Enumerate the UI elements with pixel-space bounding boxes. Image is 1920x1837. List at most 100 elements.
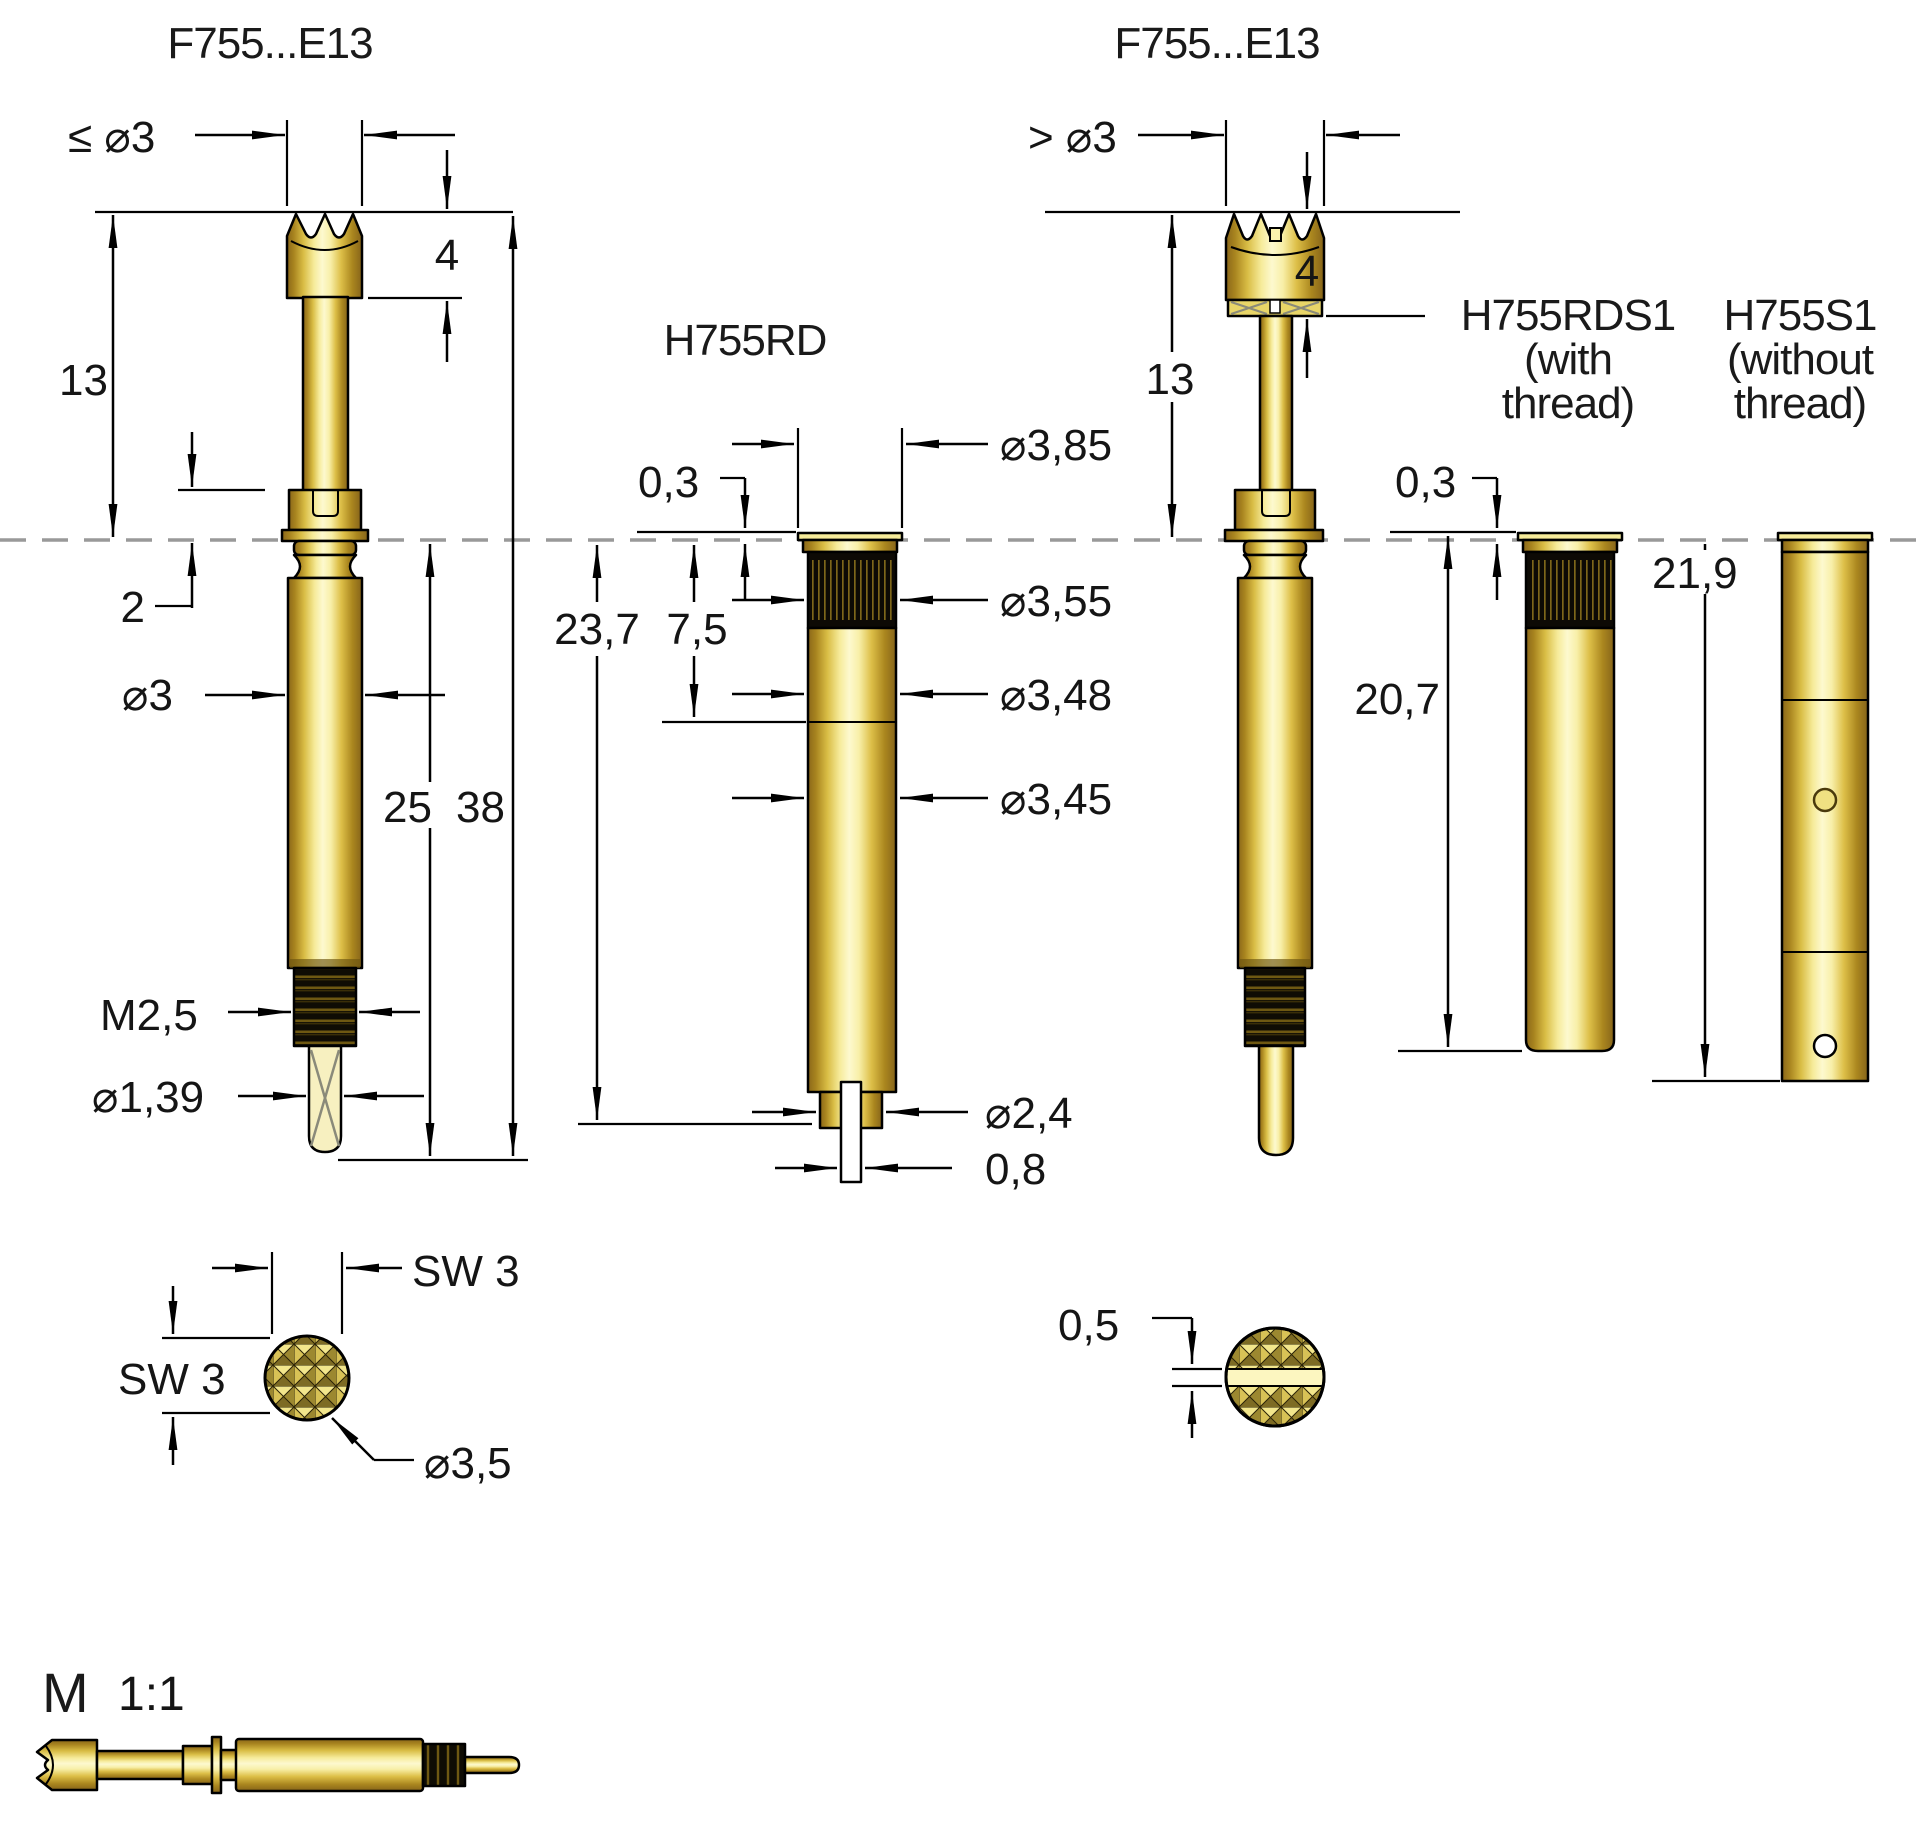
- body: [1524, 626, 1616, 1053]
- horizontal-barrel: [234, 1737, 425, 1793]
- body: [1780, 550, 1870, 1083]
- probe-f755-large-head: F755...E13 > ⌀3 4: [1028, 19, 1460, 1157]
- barrel-bottom-chamfer: [290, 959, 360, 968]
- dim-tip-dia-text: ⌀1,39: [92, 1073, 204, 1122]
- dim-rd-length-75: 7,5: [662, 545, 806, 724]
- dim-rd-body-dia: ⌀3,45: [732, 775, 1112, 824]
- text-mask: [1338, 676, 1442, 722]
- collar-slot: [312, 491, 339, 517]
- crown-section-circle: [263, 1334, 351, 1422]
- dim-25-text: 25: [383, 783, 432, 832]
- upper-shaft: [1258, 314, 1294, 493]
- dim-rd-upper-dia: ⌀3,48: [732, 671, 1112, 720]
- collar-slot: [1261, 491, 1291, 517]
- thread: [1243, 966, 1307, 1048]
- flange-collar: [1521, 538, 1619, 554]
- dim-thread-text: M2,5: [100, 991, 198, 1040]
- h755rd-title: H755RD: [664, 316, 827, 365]
- dim-rds1-length-207: 20,7: [1338, 536, 1522, 1053]
- dim-d35-text: ⌀3,5: [424, 1439, 512, 1488]
- dim-right-13-text: 13: [1146, 355, 1195, 404]
- band-center-gap: [1269, 299, 1281, 314]
- dim-length-13: 13: [59, 215, 118, 537]
- dim-head-diameter: ≤ ⌀3: [68, 113, 455, 206]
- dim-d345-text: ⌀3,45: [1000, 775, 1112, 824]
- dim-rd-proj-03: 0,3: [637, 458, 796, 600]
- dim-219-text: 21,9: [1652, 549, 1738, 598]
- dim-237-text: 23,7: [554, 605, 640, 654]
- dim-barrel-diameter: ⌀3: [122, 671, 445, 720]
- dim-13-text: 13: [59, 356, 108, 405]
- h755s1-title-line1: H755S1: [1723, 291, 1876, 340]
- receptacle-h755s1: H755S1 (without thread) 21,9: [1650, 291, 1878, 1083]
- dim-head-diameter-text: ≤ ⌀3: [68, 113, 155, 162]
- dim-rds1-proj-03: 0,3: [1390, 458, 1516, 600]
- dim-sw-top: SW 3: [212, 1247, 520, 1334]
- dim-05-text: 0,5: [1058, 1301, 1119, 1350]
- horizontal-crown-head: [35, 1738, 99, 1792]
- receptacle-h755rd: H755RD 0,3 23,7 7,5: [554, 316, 1112, 1194]
- dim-75-text: 7,5: [666, 605, 727, 654]
- leader-arrow: [331, 1417, 375, 1461]
- spool-ring: [1242, 539, 1308, 557]
- crown-cup-arc: [1230, 246, 1320, 256]
- crimp-hole-upper: [1812, 787, 1838, 813]
- knurl-texture: [810, 560, 894, 620]
- crown-center-notch: [1269, 227, 1282, 242]
- spool-waist: [1242, 553, 1308, 580]
- knurl-texture: [1528, 560, 1612, 620]
- dim-head-height: 4: [368, 150, 462, 362]
- section-crown-large: 0,5: [1058, 1301, 1326, 1438]
- dim-2-text: 2: [121, 583, 145, 632]
- crimp-hole-lower: [1812, 1033, 1838, 1059]
- barrel: [1236, 576, 1314, 970]
- dim-d24-text: ⌀2,4: [985, 1089, 1073, 1138]
- dim-rd-knurl-dia: ⌀3,55: [732, 577, 1112, 626]
- dim-d348-text: ⌀3,48: [1000, 671, 1112, 720]
- thread-m25: [292, 966, 358, 1048]
- dim-s1-length-219: 21,9: [1650, 544, 1780, 1083]
- dim-08-text: 0,8: [985, 1145, 1046, 1194]
- dim-length-25: 25: [378, 544, 436, 1156]
- h755s1-title-line3: thread): [1734, 379, 1866, 428]
- section-crown-small: SW 3 SW 3 ⌀3,5: [118, 1247, 520, 1488]
- horizontal-thread: [421, 1742, 467, 1788]
- spool-ring: [292, 539, 358, 557]
- dim-sw-top-text: SW 3: [412, 1247, 520, 1296]
- dim-38-text: 38: [456, 783, 505, 832]
- flange-collar: [801, 538, 899, 554]
- text-mask: [378, 782, 436, 828]
- crown-cup-arc: [290, 240, 359, 251]
- dim-tip-diameter: ⌀1,39: [92, 1073, 424, 1122]
- crown-slot-band: [1227, 1368, 1323, 1387]
- dim-rds1-03-text: 0,3: [1395, 458, 1456, 507]
- dim-head-height-right: 4: [1295, 152, 1425, 378]
- dim-right-head-dia-text: > ⌀3: [1028, 113, 1117, 162]
- horizontal-shaft: [95, 1749, 185, 1781]
- dim-rd-length-237: 23,7: [554, 545, 812, 1126]
- h755rds1-title-line3: thread): [1502, 379, 1634, 428]
- dim-head-diameter-right: > ⌀3: [1028, 113, 1400, 206]
- scale-ratio-label: 1:1: [118, 1668, 185, 1721]
- crown-head: [285, 212, 364, 300]
- horizontal-neck: [219, 1748, 239, 1782]
- press-pin: [839, 1080, 863, 1184]
- h755s1-title-line2: (without: [1727, 335, 1874, 384]
- body: [806, 626, 898, 1094]
- collar-block: [287, 488, 363, 532]
- h755rds1-title-line1: H755RDS1: [1461, 291, 1676, 340]
- dim-d355-text: ⌀3,55: [1000, 577, 1112, 626]
- dim-d385-text: ⌀3,85: [1000, 421, 1112, 470]
- collar-block: [1233, 488, 1317, 532]
- dim-rd-tail-dia: ⌀2,4: [752, 1089, 1073, 1138]
- dim-length-13-right: 13: [1140, 215, 1202, 537]
- horizontal-pin: [463, 1755, 521, 1775]
- dim-thread: M2,5: [100, 991, 420, 1040]
- probe-f755-small-head: F755...E13 ≤ ⌀3 4: [59, 19, 528, 1162]
- collar-flange: [1223, 528, 1325, 543]
- dim-rd-pin-width: 0,8: [775, 1145, 1046, 1194]
- dim-207-text: 20,7: [1354, 675, 1440, 724]
- crown-section-outline: [1224, 1326, 1326, 1428]
